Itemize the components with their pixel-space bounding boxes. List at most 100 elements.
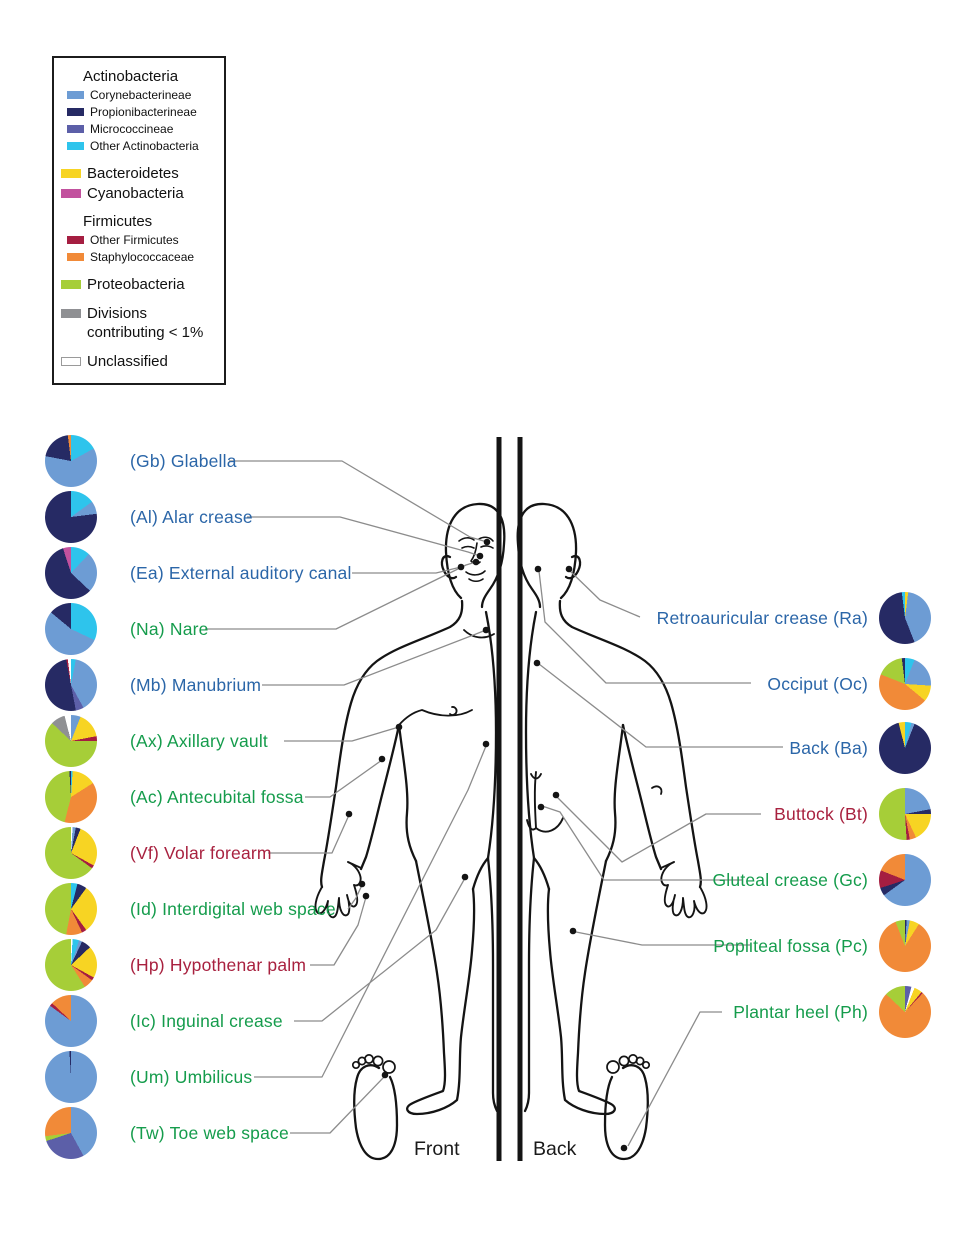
site-row-vf: (Vf) Volar forearm: [45, 827, 272, 879]
site-dot-gb: [483, 538, 491, 546]
leader-line-hp: [310, 896, 367, 966]
leader-line-ph: [627, 1011, 722, 1147]
site-row-gb: (Gb) Glabella: [45, 435, 237, 487]
pie-gc: [879, 854, 931, 906]
site-dot-ra: [565, 565, 573, 573]
site-dot-ax: [395, 723, 403, 731]
legend-label: Firmicutes: [83, 213, 153, 230]
legend-label: Staphylococcaceae: [90, 250, 195, 264]
front-hand: [314, 861, 362, 919]
site-label-vf: (Vf) Volar forearm: [130, 842, 272, 863]
site-row-ba: Back (Ba): [789, 722, 931, 774]
legend-label: Corynebacterineae: [90, 88, 192, 102]
site-label-gb: (Gb) Glabella: [130, 450, 237, 471]
site-row-tw: (Tw) Toe web space: [45, 1107, 289, 1159]
legend-label: Proteobacteria: [87, 276, 185, 293]
site-row-id: (Id) Interdigital web space: [45, 883, 336, 935]
legend-entry-actinobacteria: Actinobacteria: [83, 68, 218, 86]
site-label-ra: Retroauricular crease (Ra): [656, 607, 868, 628]
legend-label: Cyanobacteria: [87, 185, 184, 202]
legend-swatch: [67, 125, 84, 133]
site-label-hp: (Hp) Hypothenar palm: [130, 954, 307, 975]
leader-line-oc: [538, 570, 751, 684]
legend-entry-firmicutes: Firmicutes: [83, 213, 218, 231]
pie-ax: [45, 715, 97, 767]
legend-swatch: [67, 253, 84, 261]
site-label-bt: Buttock (Bt): [774, 803, 868, 824]
buttock-crease: [526, 771, 564, 833]
site-row-ax: (Ax) Axillary vault: [45, 715, 268, 767]
site-row-hp: (Hp) Hypothenar palm: [45, 939, 306, 991]
legend-swatch: [61, 169, 81, 178]
site-dot-ic: [461, 873, 469, 881]
leader-line-pc: [575, 931, 750, 946]
site-row-ph: Plantar heel (Ph): [733, 986, 931, 1038]
site-row-ac: (Ac) Antecubital fossa: [45, 771, 304, 823]
sample-site-dots: [345, 538, 628, 1152]
site-row-oc: Occiput (Oc): [767, 658, 931, 710]
pie-na: [45, 603, 97, 655]
site-label-ph: Plantar heel (Ph): [733, 1001, 868, 1022]
pie-ba: [879, 722, 931, 774]
site-dot-tw: [381, 1071, 389, 1079]
site-row-mb: (Mb) Manubrium: [45, 659, 261, 711]
leader-line-bt: [556, 796, 761, 863]
site-label-ea: (Ea) External auditory canal: [130, 562, 352, 583]
pie-ea: [45, 547, 97, 599]
site-label-na: (Na) Nare: [130, 618, 209, 639]
site-dot-bt: [552, 791, 560, 799]
legend-entry-other-actinobacteria: Other Actinobacteria: [67, 138, 218, 154]
legend-entry-divisions-contributing-1-: Divisions contributing < 1%: [61, 304, 218, 342]
leader-line-ic: [294, 877, 466, 1022]
legend-swatch: [67, 142, 84, 150]
site-dot-mb: [482, 626, 490, 634]
front-foot-sole: [351, 1054, 399, 1161]
legend-swatch: [67, 108, 84, 116]
leader-line-na: [205, 561, 477, 630]
back-view-label: Back: [533, 1138, 577, 1160]
legend-swatch: [61, 357, 81, 366]
site-label-pc: Popliteal fossa (Pc): [713, 935, 868, 956]
pie-gb: [45, 435, 97, 487]
legend-label: Other Actinobacteria: [90, 139, 199, 153]
pie-ph: [879, 986, 931, 1038]
leader-line-ac: [305, 759, 383, 798]
site-label-gc: Gluteal crease (Gc): [712, 869, 868, 890]
legend-label: Other Firmicutes: [90, 233, 179, 247]
legend-swatch: [61, 280, 81, 289]
leader-line-al: [247, 516, 481, 557]
back-hand: [660, 861, 708, 919]
pie-id: [45, 883, 97, 935]
legend-entry-corynebacterineae: Corynebacterineae: [67, 87, 218, 103]
back-body-figure: [516, 502, 708, 1161]
pie-hp: [45, 939, 97, 991]
pie-bt: [879, 788, 931, 840]
leader-line-mb: [262, 629, 487, 686]
leader-line-ax: [284, 726, 400, 742]
legend-label: Actinobacteria: [83, 68, 179, 85]
site-dot-hp: [362, 892, 370, 900]
site-dot-pc: [569, 927, 577, 935]
site-dot-oc: [534, 565, 542, 573]
leader-line-ra: [568, 569, 641, 618]
front-view-label: Front: [414, 1138, 460, 1160]
pie-mb: [45, 659, 97, 711]
pie-al: [45, 491, 97, 543]
back-ear: [564, 554, 582, 580]
center-divider-right: [517, 437, 523, 1161]
site-dot-ac: [378, 755, 386, 763]
legend-swatch: [61, 189, 81, 198]
leader-line-ea: [352, 566, 462, 574]
site-row-na: (Na) Nare: [45, 603, 209, 655]
site-row-ea: (Ea) External auditory canal: [45, 547, 352, 599]
legend-entry-bacteroidetes: Bacteroidetes: [61, 164, 218, 183]
site-row-ra: Retroauricular crease (Ra): [657, 592, 931, 644]
center-divider-left: [496, 437, 502, 1161]
site-dot-gc: [537, 803, 545, 811]
legend-label: Micrococcineae: [90, 122, 174, 136]
front-body-figure: [314, 502, 506, 1161]
site-label-id: (Id) Interdigital web space: [130, 898, 336, 919]
legend-swatch: [67, 91, 84, 99]
legend-entry-unclassified: Unclassified: [61, 352, 218, 371]
